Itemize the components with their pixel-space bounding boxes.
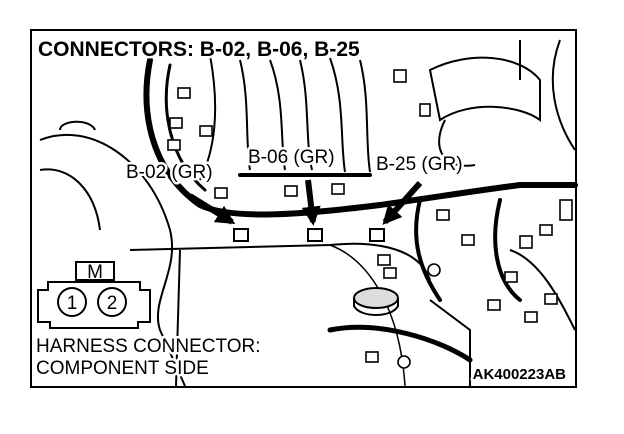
- connector-label-b02: B-02 (GR): [126, 162, 213, 183]
- harness-caption-line2: COMPONENT SIDE: [36, 358, 209, 379]
- arrow-b02: [188, 193, 236, 225]
- target-connectors: [233, 228, 385, 242]
- figure-code: AK400223AB: [473, 366, 567, 383]
- harness-caption-line1: HARNESS CONNECTOR:: [36, 336, 261, 357]
- arrow-b06: [301, 179, 321, 226]
- connector-b02: [233, 228, 249, 242]
- wiring-harness: [143, 57, 578, 363]
- callout-arrows: [188, 179, 423, 226]
- arrow-b25: [382, 180, 423, 225]
- connector-marker: M: [87, 262, 103, 283]
- connector-b06: [307, 228, 323, 242]
- harness-connector-icon: M 1 2: [37, 261, 151, 329]
- pin-2: 2: [107, 293, 118, 314]
- connector-b25: [369, 228, 385, 242]
- pin-1: 1: [67, 293, 78, 314]
- connector-label-b06: B-06 (GR): [248, 147, 335, 168]
- connector-label-b25: B-25 (GR): [376, 154, 463, 175]
- harness-connectors: [167, 69, 573, 369]
- figure-title: CONNECTORS: B-02, B-06, B-25: [38, 38, 360, 61]
